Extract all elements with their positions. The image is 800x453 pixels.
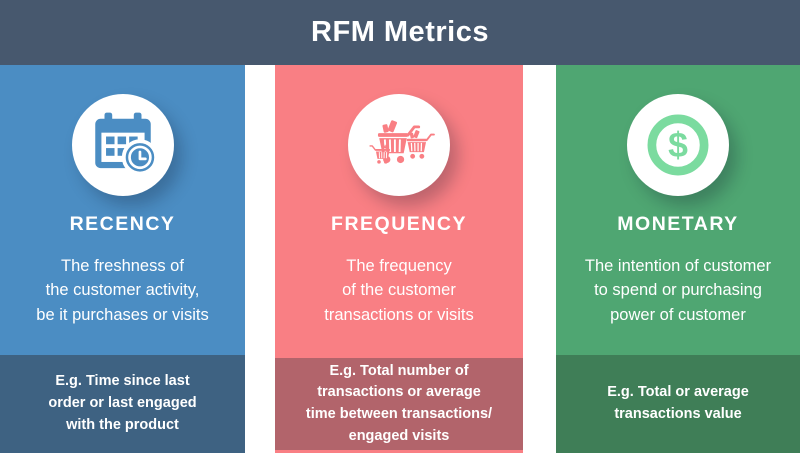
metric-card-frequency: FREQUENCY The frequency of the customer … [275,65,523,453]
icon-circle [71,94,174,196]
metric-title: FREQUENCY [331,213,467,235]
svg-text:$: $ [668,125,688,165]
calendar-clock-icon [94,112,158,176]
page-title: RFM Metrics [311,16,489,48]
header: RFM Metrics [0,0,800,65]
icon-circle: $ [627,94,729,196]
metric-card-recency: RECENCY The freshness of the customer ac… [0,65,245,453]
metric-example-band: E.g. Total number of transactions or ave… [275,358,523,450]
metric-columns: RECENCY The freshness of the customer ac… [0,65,800,453]
metric-title: MONETARY [617,213,739,235]
metric-title: RECENCY [69,213,176,235]
metric-example: E.g. Total or average transactions value [607,384,749,422]
metric-description: The frequency of the customer transactio… [324,257,474,324]
metric-description: The freshness of the customer activity, … [36,257,209,324]
metric-example: E.g. Time since last order or last engag… [48,373,197,433]
metric-description: The intention of customer to spend or pu… [584,257,772,324]
icon-circle [348,94,450,196]
metric-card-monetary: $ MONETARY The intention of customer to … [556,65,800,453]
metric-example: E.g. Total number of transactions or ave… [305,362,493,444]
shopping-carts-icon [369,118,435,165]
metric-example-band: E.g. Time since last order or last engag… [0,355,245,453]
metric-example-band: E.g. Total or average transactions value [556,355,800,453]
dollar-coin-icon: $ [647,114,709,176]
